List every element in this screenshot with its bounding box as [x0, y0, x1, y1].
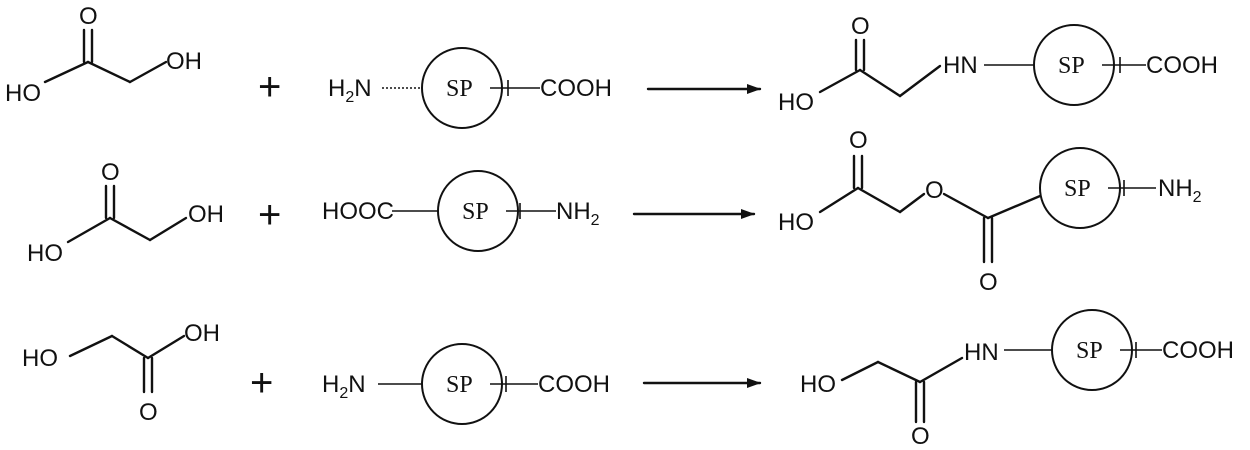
oxygen-label: O [139, 399, 158, 426]
spacer-label: SP [1076, 338, 1103, 364]
amine-label: NH2 [556, 198, 600, 229]
hydroxyl-label: OH [184, 320, 220, 347]
plus-sign: + [258, 65, 281, 109]
glycolic-acid-1: O HO OH [5, 3, 202, 107]
oxygen-label: O [911, 423, 930, 450]
plus-sign: + [258, 193, 281, 237]
product-3: HO HN O SP COOH [800, 309, 1234, 450]
spacer-amine-acid-1: H2N SP COOH [328, 47, 612, 129]
spacer-label: SP [1058, 53, 1085, 79]
product-2: O HO O O SP NH2 [778, 127, 1202, 296]
oxygen-label: O [79, 3, 98, 30]
carboxyl-label: COOH [538, 371, 610, 398]
oxygen-label: O [849, 127, 868, 154]
product-1: O HO HN SP COOH [778, 13, 1218, 116]
carboxyl-label: COOH [540, 75, 612, 102]
glycolic-acid-2: O HO OH [27, 159, 224, 267]
carboxyl-label: COOH [1162, 337, 1234, 364]
plus-sign: + [250, 361, 273, 405]
row-2: O HO OH + HOOC SP NH2 O [27, 127, 1202, 296]
hydroxyl-label: HO [778, 209, 814, 236]
hydroxyl-label: OH [166, 48, 202, 75]
hydroxyl-label: HO [800, 371, 836, 398]
spacer-label: SP [1064, 176, 1091, 202]
spacer-amine-acid-2: H2N SP COOH [322, 343, 610, 425]
hydroxyl-label: HO [778, 89, 814, 116]
hydroxyl-label: OH [188, 201, 224, 228]
amine-label: H2N [328, 75, 372, 106]
amine-label: NH2 [1158, 175, 1202, 206]
row-3: HO OH O + H2N SP COOH HO HN O [22, 309, 1234, 450]
glycolic-acid-3: HO OH O [22, 320, 220, 426]
ester-oxygen-label: O [925, 177, 944, 204]
carboxyl-label: HOOC [322, 198, 394, 225]
spacer-label: SP [462, 199, 489, 225]
imine-label: HN [943, 52, 978, 79]
spacer-label: SP [446, 76, 473, 102]
spacer-label: SP [446, 372, 473, 398]
imine-label: HN [964, 339, 999, 366]
hydroxyl-label: HO [27, 240, 63, 267]
row-1: O HO OH + H2N SP COOH O HO HN [5, 3, 1218, 129]
oxygen-label: O [851, 13, 870, 40]
carboxyl-label: COOH [1146, 52, 1218, 79]
oxygen-label: O [979, 269, 998, 296]
hydroxyl-label: HO [5, 80, 41, 107]
amine-label: H2N [322, 371, 366, 402]
spacer-acid-amine: HOOC SP NH2 [322, 170, 600, 252]
oxygen-label: O [101, 159, 120, 186]
hydroxyl-label: HO [22, 345, 58, 372]
